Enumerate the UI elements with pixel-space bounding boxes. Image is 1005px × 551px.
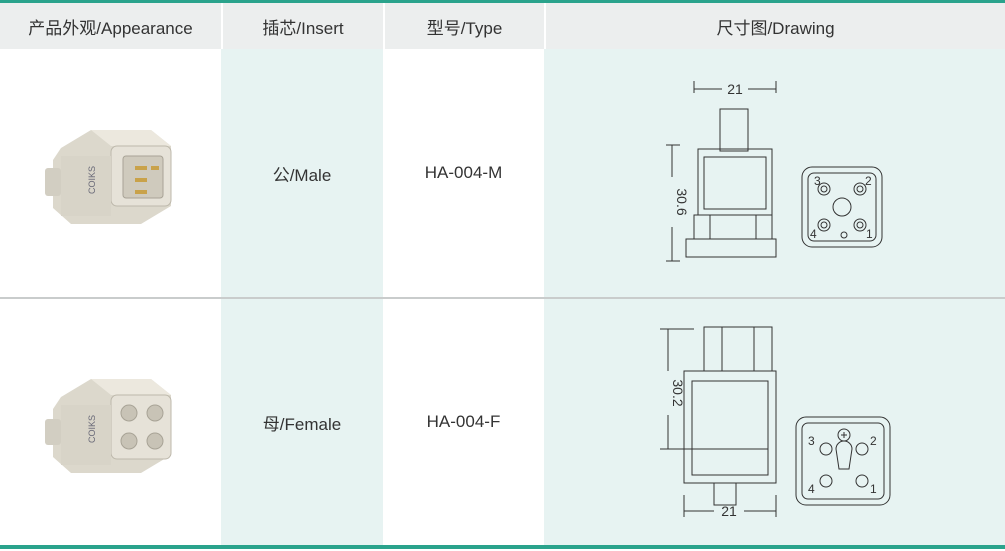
type-cell: HA-004-F <box>383 299 544 545</box>
pin-2-label: 2 <box>870 434 877 448</box>
pin-4-label: 4 <box>810 227 817 241</box>
dim-height-label: 30.2 <box>670 379 686 406</box>
insert-cell: 母/Female <box>221 299 383 545</box>
header-insert: 插芯/Insert <box>221 3 383 49</box>
female-dimension-drawing: 30.2 21 3 2 4 1 <box>660 326 891 519</box>
header-drawing: 尺寸图/Drawing <box>544 3 1005 49</box>
pin-3-label: 3 <box>808 434 815 448</box>
product-photo-female: COIKS <box>0 299 221 545</box>
pin-1-label: 1 <box>866 227 873 241</box>
table-row: COIKS 母/Female HA-004-F <box>0 299 1005 545</box>
pin-4-label: 4 <box>808 482 815 496</box>
drawing-cell-female: 30.2 21 3 2 4 1 <box>544 299 1005 545</box>
drawing-cell-male: 21 30.6 3 2 4 1 <box>544 49 1005 297</box>
male-dimension-drawing: 21 30.6 3 2 4 1 <box>666 81 883 262</box>
bottom-accent-line <box>0 545 1005 549</box>
dim-width-label: 21 <box>721 503 737 519</box>
pin-2-label: 2 <box>865 174 872 188</box>
header-type: 型号/Type <box>383 3 544 49</box>
insert-cell: 公/Male <box>221 49 383 297</box>
dim-width-label: 21 <box>727 81 743 97</box>
type-cell: HA-004-M <box>383 49 544 297</box>
product-photo-male: COIKS <box>0 49 221 297</box>
table-header: 产品外观/Appearance 插芯/Insert 型号/Type 尺寸图/Dr… <box>0 3 1005 49</box>
top-accent-line <box>0 0 1005 3</box>
svg-text:COIKS: COIKS <box>87 415 97 443</box>
male-connector-image: COIKS <box>44 130 171 224</box>
header-appearance: 产品外观/Appearance <box>28 18 193 38</box>
dim-height-label: 30.6 <box>674 188 690 215</box>
svg-text:COIKS: COIKS <box>87 166 97 194</box>
row-divider <box>0 297 1005 299</box>
pin-1-label: 1 <box>870 482 877 496</box>
pin-3-label: 3 <box>814 174 821 188</box>
female-connector-image: COIKS <box>44 379 171 473</box>
table-row: COIKS 公/Male HA-004-M <box>0 49 1005 297</box>
